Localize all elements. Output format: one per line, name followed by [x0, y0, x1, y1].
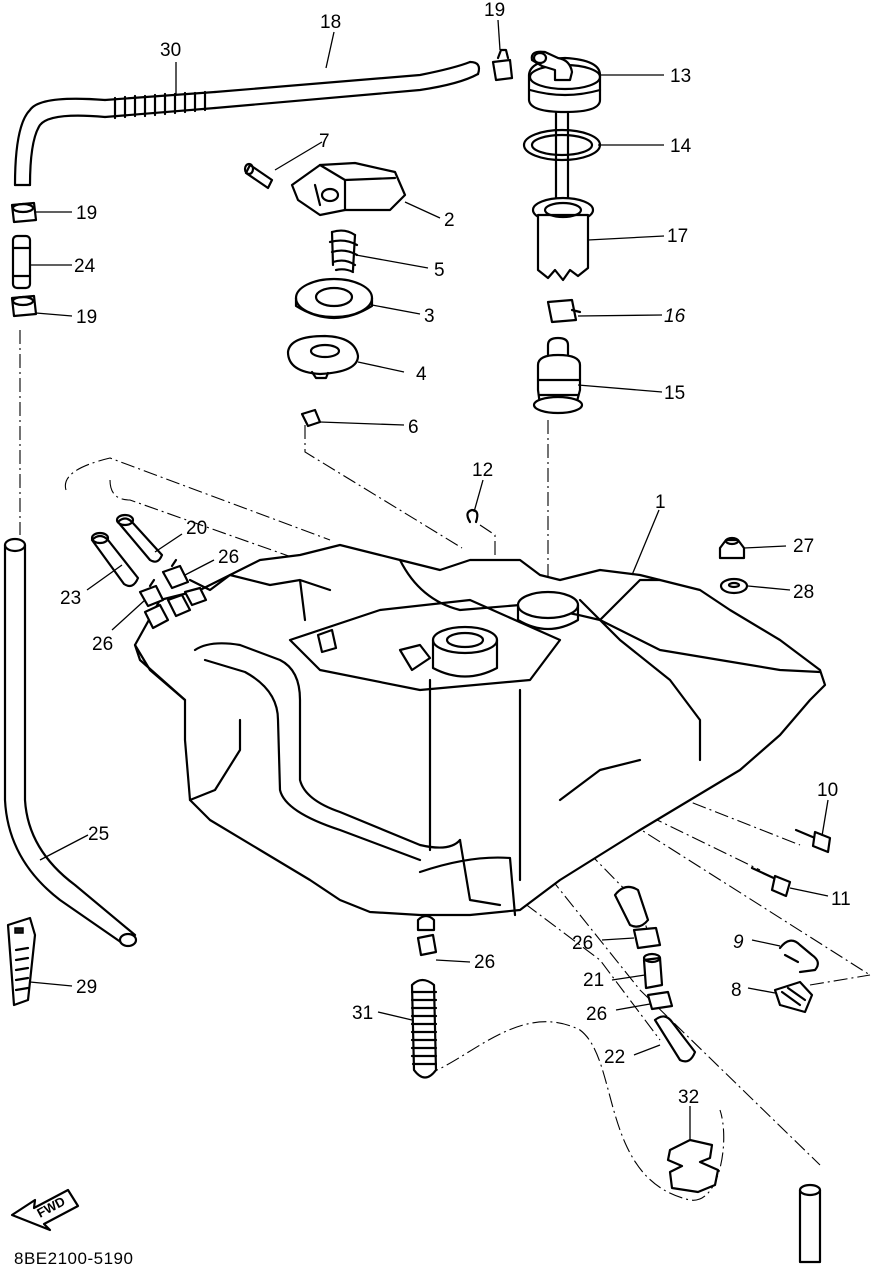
spring-5: [328, 229, 359, 274]
callout-20: 20: [186, 518, 207, 539]
filler-neck-opening: [516, 590, 580, 630]
callout-26-upper-right: 26: [218, 547, 239, 568]
hose-clip-19-lower-left: [10, 294, 38, 318]
callout-18: 18: [320, 12, 341, 33]
callout-22: 22: [604, 1047, 625, 1068]
cap-27: [718, 536, 746, 560]
callout-26-bottom-center: 26: [474, 952, 495, 973]
catalog-code: 8BE2100-5190: [14, 1249, 134, 1268]
callout-4: 4: [416, 364, 427, 385]
callout-26-right-upper: 26: [572, 933, 593, 954]
callout-1: 1: [655, 492, 666, 513]
callout-labels: 1 2 3 4 5 6 7 8 9 10 11 12 13 14 15 16 1…: [60, 0, 851, 1108]
cable-band-29: [6, 916, 37, 1007]
callout-19-upper-left: 19: [76, 203, 97, 224]
joint-21: [642, 952, 664, 990]
callout-14: 14: [670, 136, 692, 157]
clip-9: [778, 939, 819, 974]
callout-27: 27: [793, 536, 814, 557]
callout-3: 3: [424, 306, 435, 327]
corrugated-hose-31: [410, 978, 438, 1079]
gasket-3: [294, 277, 374, 320]
callout-19-lower-left: 19: [76, 307, 97, 328]
callout-26-right-lower: 26: [586, 1004, 607, 1025]
fitting-26-right-upper: [632, 926, 662, 950]
callout-17: 17: [667, 226, 688, 247]
fuel-filter-15: [532, 336, 584, 415]
callout-28: 28: [793, 582, 814, 603]
seal-plate-4: [286, 334, 360, 380]
callout-24: 24: [74, 256, 96, 277]
callout-19-top: 19: [484, 0, 505, 21]
hose-clip-19-top: [491, 48, 514, 82]
fwd-arrow: FWD: [10, 1188, 80, 1232]
fitting-26-upper-right: [161, 558, 190, 590]
callout-11: 11: [831, 889, 851, 910]
hose-20: [115, 513, 164, 563]
joint-pipe-24: [11, 234, 32, 290]
callout-12: 12: [472, 460, 493, 481]
fitting-26-bottom-center: [416, 914, 438, 957]
tank-outlet-fittings: [143, 586, 338, 654]
hose-end-bottom-right: [798, 1183, 822, 1264]
callout-13: 13: [670, 66, 691, 87]
callout-5: 5: [434, 260, 445, 281]
pin-12: [466, 508, 479, 524]
damper-8: [773, 980, 814, 1014]
callout-30: 30: [160, 40, 181, 61]
callout-8: 8: [731, 980, 742, 1001]
breather-hose-18: [213, 60, 481, 110]
callout-6: 6: [408, 417, 419, 438]
callout-29: 29: [76, 977, 97, 998]
drain-hose-25: [3, 537, 138, 948]
callout-25: 25: [88, 824, 109, 845]
callout-21: 21: [583, 970, 604, 991]
callout-9: 9: [733, 932, 744, 953]
callout-31: 31: [352, 1003, 373, 1024]
washer-28: [719, 577, 749, 595]
callout-23: 23: [60, 588, 81, 609]
cap-cover-2: [290, 161, 407, 217]
o-ring-14: [522, 110, 602, 202]
sender-tube-17: [531, 196, 595, 282]
clip-6: [300, 408, 322, 428]
callout-26-upper-left: 26: [92, 634, 113, 655]
hose-elbow-top: [613, 885, 650, 928]
callout-2: 2: [444, 210, 455, 231]
callout-16: 16: [664, 306, 686, 327]
fuel-gauge-mount: [398, 625, 499, 678]
hose-clip-19-upper-left: [10, 201, 38, 224]
callout-7: 7: [319, 131, 330, 152]
leader-lines: [29, 19, 829, 1140]
pin-7: [243, 162, 274, 190]
clamp-32: [666, 1138, 720, 1194]
corrugated-hose-30: [13, 90, 217, 187]
bolt-10: [794, 828, 832, 854]
callout-32: 32: [678, 1087, 699, 1108]
fitting-26-upper-left: [138, 578, 165, 608]
fuel-tank-1: [133, 543, 827, 917]
hose-23: [90, 531, 140, 588]
bolt-11: [750, 866, 792, 898]
callout-15: 15: [664, 383, 685, 404]
callout-10: 10: [817, 780, 838, 801]
fuel-sender-cap-13: [527, 50, 602, 114]
hose-22: [653, 1015, 697, 1063]
clamp-16: [546, 298, 582, 324]
fitting-26-right-lower: [646, 990, 674, 1011]
